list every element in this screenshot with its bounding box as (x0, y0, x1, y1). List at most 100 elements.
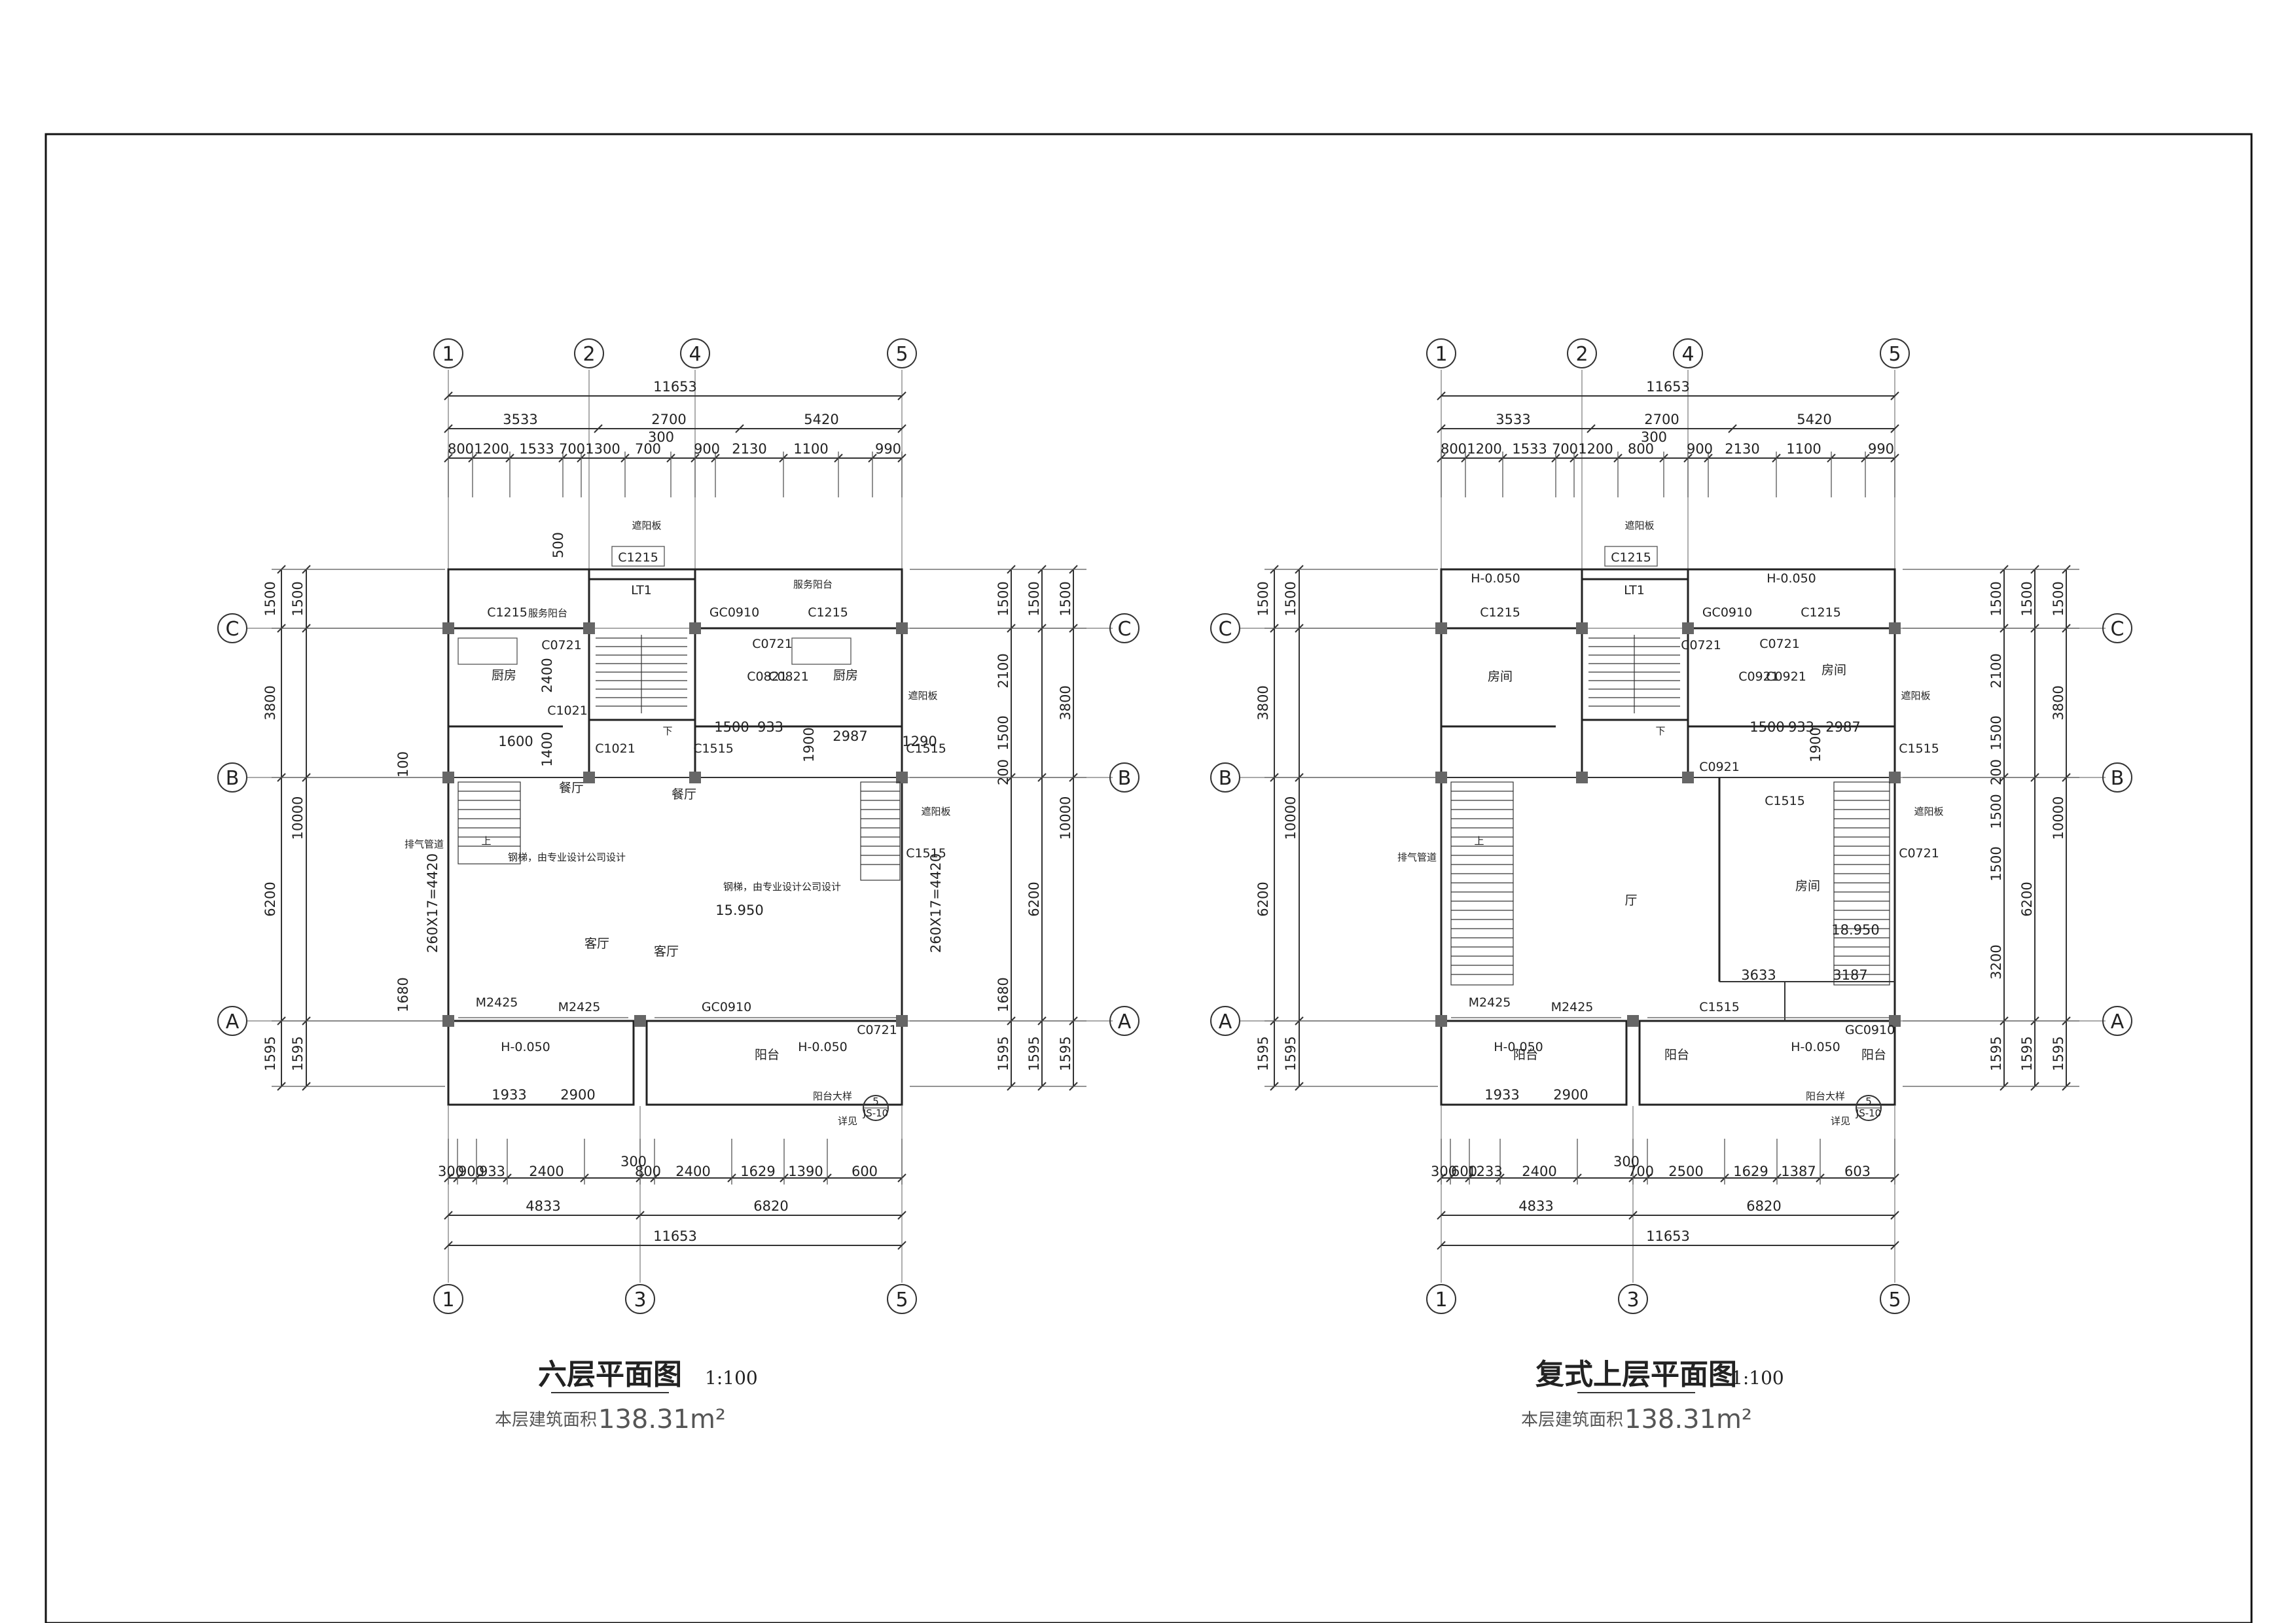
dim-tick (444, 391, 453, 401)
dim-bottom-total: 11653 (1646, 1228, 1690, 1244)
dim-bottom-detail: 2400 (529, 1164, 564, 1179)
dim-tick (897, 391, 906, 401)
column (583, 622, 595, 634)
column (1435, 1015, 1447, 1027)
dim-bottom-detail: 300 (1613, 1154, 1640, 1169)
dim-top-detail: 300 (1641, 429, 1667, 445)
dim-right-outer: 1595 (2051, 1036, 2066, 1071)
axis-label-top: 5 (1888, 343, 1901, 366)
dim-right: 2100 (1988, 653, 2004, 688)
dim-tick (897, 1241, 906, 1250)
dim-left: 1595 (1255, 1036, 1271, 1071)
elevation: H-0.050 (1471, 571, 1520, 586)
plan-scale: 1:100 (1731, 1367, 1784, 1389)
staircase (1450, 781, 1514, 986)
window-code: C0821 (768, 669, 809, 684)
balcony-detail-label: 阳台大样 (1806, 1090, 1845, 1102)
dim-right-mid: 1500 (2019, 581, 2035, 616)
column (896, 1015, 908, 1027)
sunshade-label: 遮阳板 (921, 806, 950, 817)
see-detail-label: 详见 (1831, 1115, 1850, 1127)
room-label: 房间 (1795, 879, 1820, 893)
detail-bubble (1856, 1095, 1882, 1121)
column (634, 1015, 646, 1027)
see-detail-label: 详见 (838, 1115, 857, 1127)
column (442, 1015, 454, 1027)
stair-spec: 260X17=4420 (425, 853, 440, 953)
dim-inner: 1933 (1484, 1087, 1519, 1103)
area-label: 本层建筑面积 (495, 1410, 597, 1430)
dim-tick (1890, 424, 1899, 433)
dim-bottom-detail: 933 (479, 1164, 505, 1179)
dim-left: 6200 (1255, 882, 1271, 916)
detail-sheet: JS-10 (863, 1107, 888, 1119)
dim-left: 10000 (290, 796, 306, 840)
room-label: 阳台 (755, 1048, 780, 1062)
room-label: 阳台 (1861, 1048, 1886, 1062)
kitchen-counter (457, 637, 518, 665)
axis-bubble (887, 1284, 917, 1314)
dim-bottom-detail: 1629 (740, 1164, 775, 1179)
drawing-frame (45, 133, 2253, 1623)
axis-bubble (1673, 338, 1703, 368)
axis-label-bottom: 5 (1888, 1289, 1901, 1311)
service-balcony-label: 服务阳台 (528, 607, 567, 619)
room-label: 阳台 (1664, 1048, 1689, 1062)
axis-label-left: C (226, 618, 240, 641)
dim-top-mid: 5420 (804, 412, 838, 427)
window-code: GC0910 (1702, 605, 1752, 620)
stair-direction: 上 (481, 835, 491, 847)
window-code: C0921 (1766, 669, 1806, 684)
dim-right-mid: 1595 (1026, 1036, 1042, 1071)
elevation: H-0.050 (798, 1040, 848, 1054)
dim-bottom-total: 11653 (653, 1228, 697, 1244)
column (896, 772, 908, 783)
dim-top-mid: 3533 (1496, 412, 1530, 427)
lift-shaft (588, 578, 696, 721)
window-code: C0921 (1738, 669, 1779, 684)
axis-bubble (217, 613, 247, 643)
exhaust-label: 排气管道 (404, 838, 444, 850)
axis-label-left: B (1219, 767, 1232, 790)
axis-bubble (1880, 338, 1910, 368)
dim-inner: 2900 (1553, 1087, 1588, 1103)
dim-tick (636, 1211, 645, 1220)
dim-right: 1595 (996, 1036, 1011, 1071)
dim-right-outer: 10000 (1058, 796, 1073, 840)
dim-tick (1437, 391, 1446, 401)
window-code: C1215 (487, 605, 528, 620)
dim-right: 1500 (996, 715, 1011, 750)
window-code: C1515 (1699, 1000, 1740, 1014)
dim-right-mid: 6200 (1026, 882, 1042, 916)
dim-right-outer: 1500 (1058, 581, 1073, 616)
dim-left: 3800 (1255, 685, 1271, 720)
stair-note: 钢梯，由专业设计公司设计 (508, 851, 626, 863)
dim-left: 1500 (1283, 581, 1299, 616)
dim-right: 2100 (996, 653, 1011, 688)
window-code: C0821 (747, 669, 787, 684)
stair-direction: 下 (662, 725, 672, 737)
dim-bottom-mid: 4833 (526, 1198, 560, 1214)
room-label: 厨房 (833, 668, 858, 683)
dim-right-outer: 10000 (2051, 796, 2066, 840)
dim-left: 3800 (262, 685, 278, 720)
column (1889, 772, 1901, 783)
axis-bubble (1618, 1284, 1648, 1314)
axis-bubble (887, 338, 917, 368)
dim-bottom-detail: 300 (438, 1164, 464, 1179)
area-value: 138.31m² (1624, 1404, 1752, 1435)
axis-bubble (2102, 1006, 2132, 1036)
dim-right: 1500 (1988, 715, 2004, 750)
column (1682, 772, 1694, 783)
balcony-wall-left (1440, 1020, 1628, 1106)
axis-bubble (2102, 613, 2132, 643)
dim-bottom-detail: 300 (620, 1154, 647, 1169)
column (442, 622, 454, 634)
dim-top-detail: 2130 (1725, 441, 1759, 457)
axis-bubble (1109, 762, 1139, 793)
axis-label-left: C (1219, 618, 1232, 641)
area-label: 本层建筑面积 (1521, 1410, 1623, 1430)
elevation: 18.950 (1831, 922, 1879, 938)
